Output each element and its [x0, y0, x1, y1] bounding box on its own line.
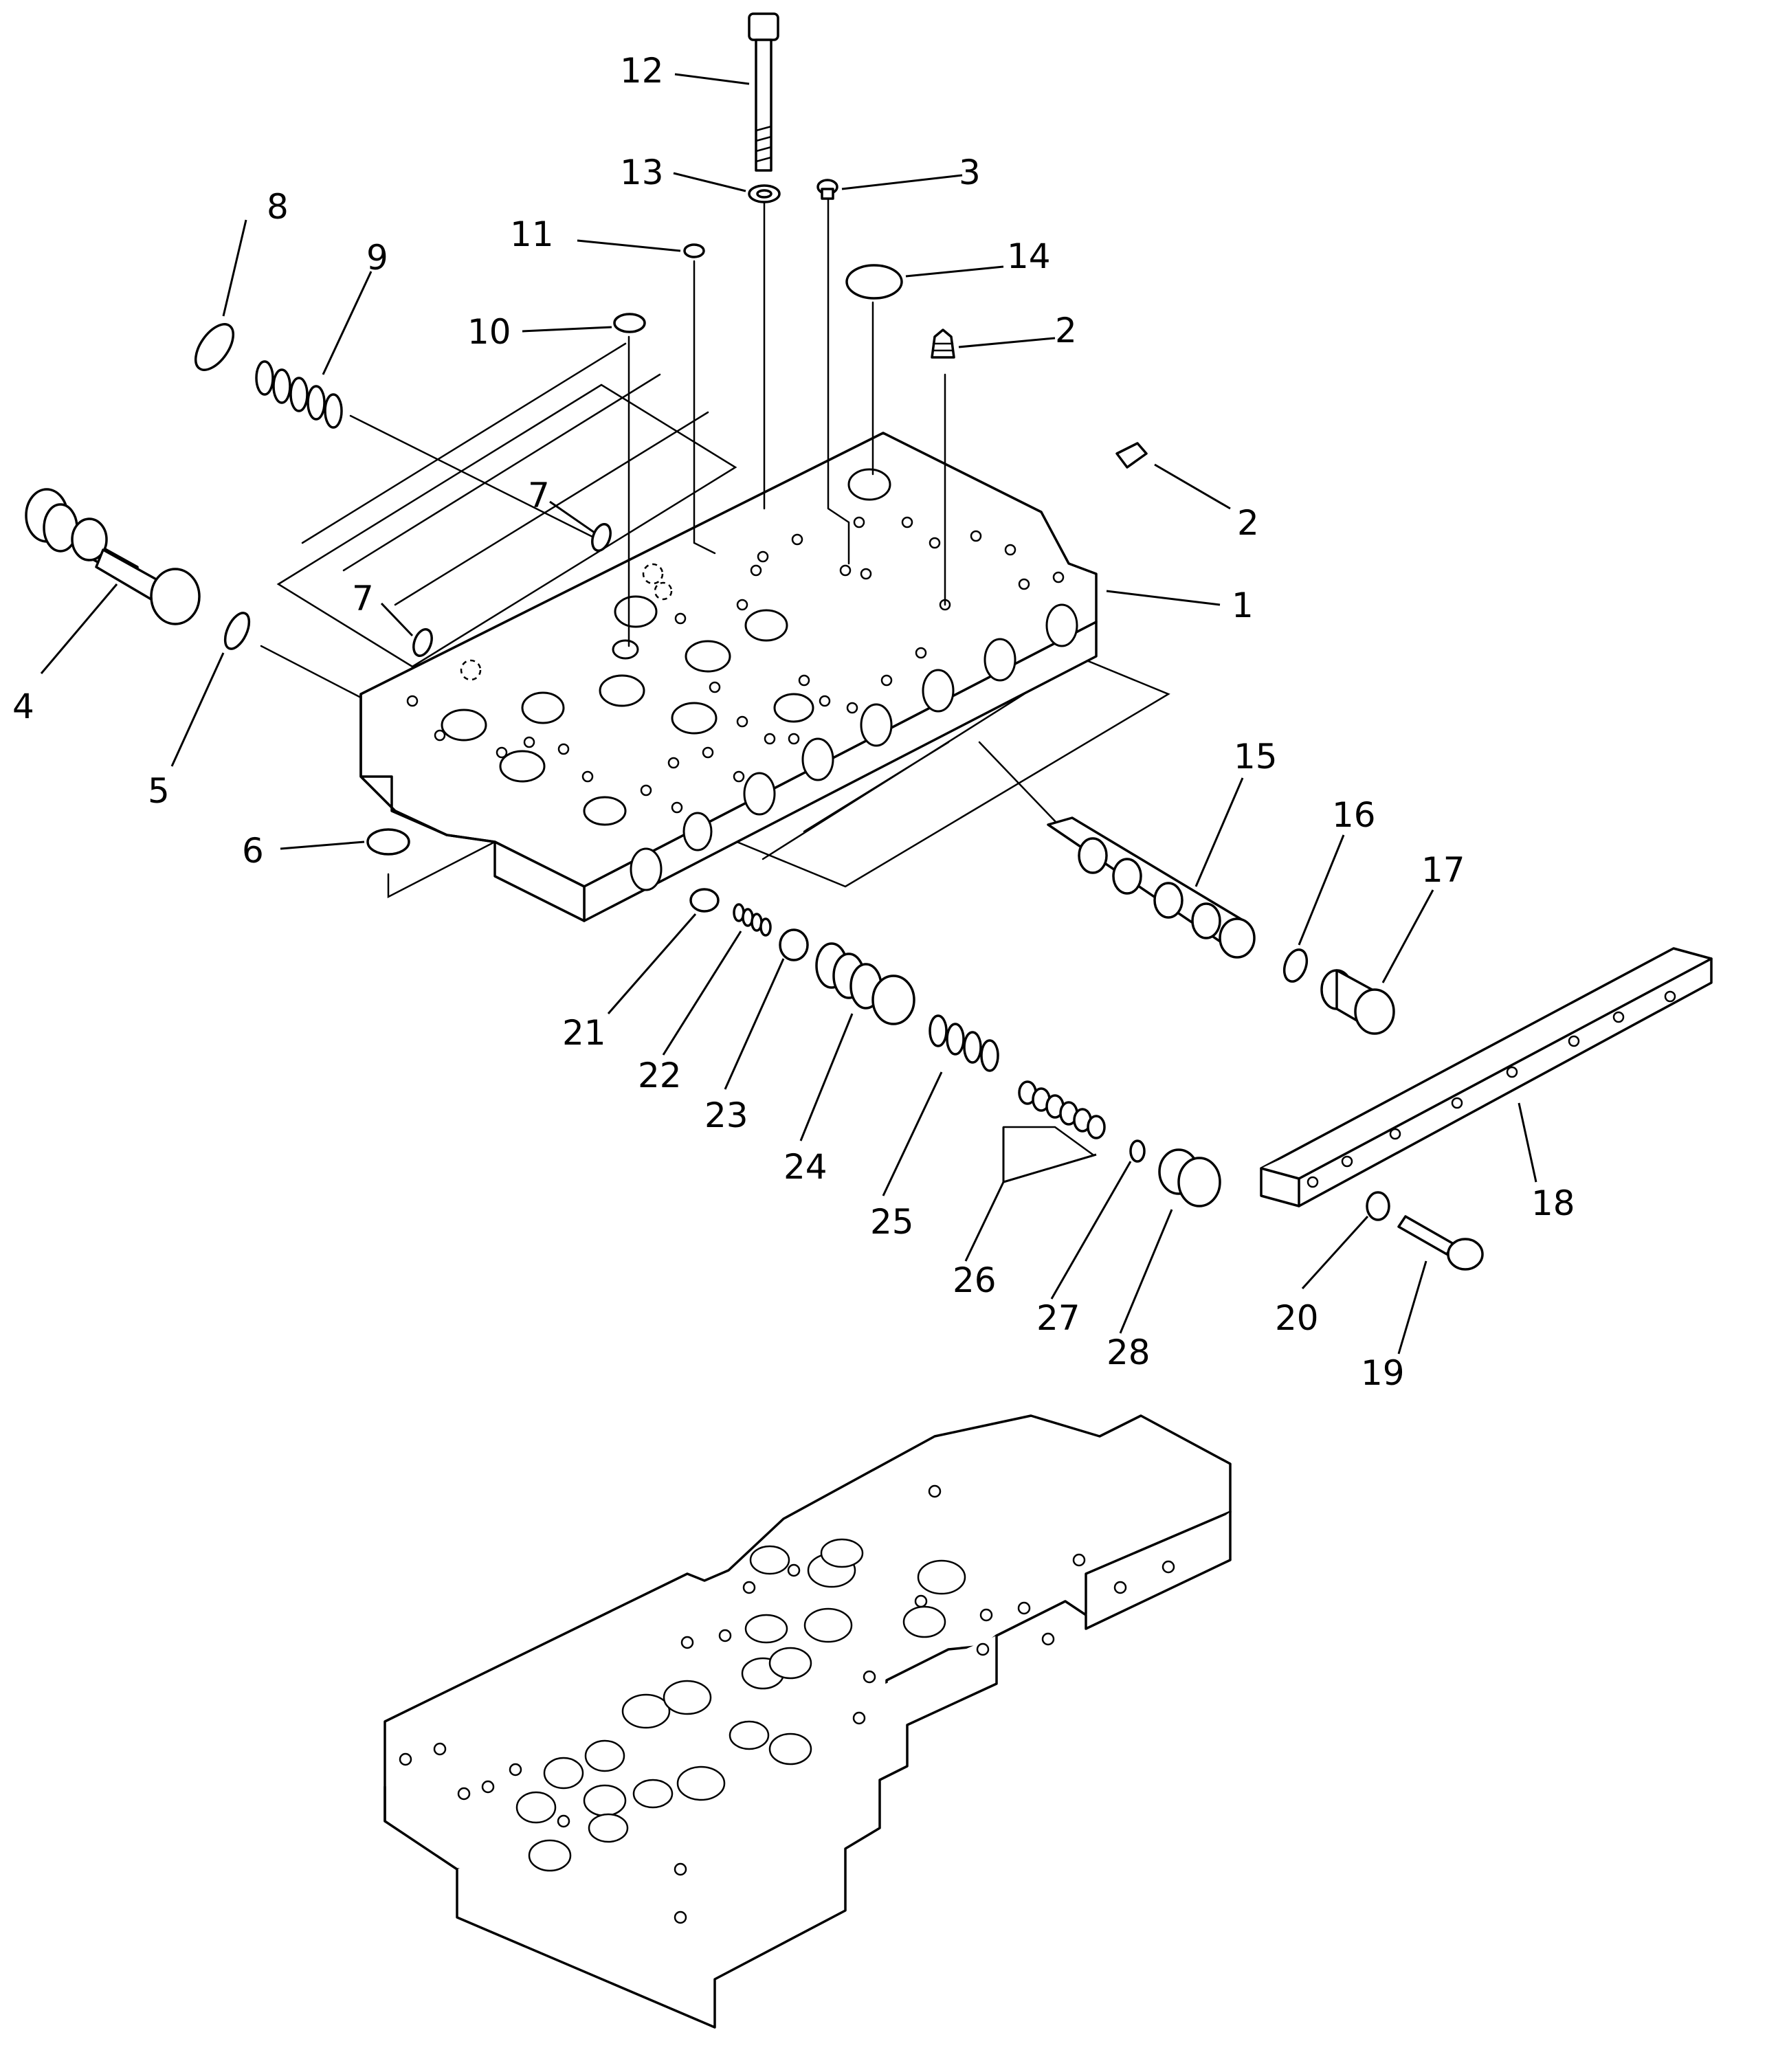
callout-28: 28: [1107, 1333, 1151, 1372]
plug-2-top: [931, 328, 955, 359]
callout-1: 1: [1232, 586, 1254, 625]
assembly-guide-lines: [260, 198, 1094, 1156]
callout-7-lower: 7: [352, 579, 374, 619]
spring-25: [929, 1014, 999, 1072]
leader-lines: [40, 73, 1537, 1355]
o-ring-16: [1282, 948, 1309, 983]
plug-21: [689, 888, 720, 913]
callout-16: 16: [1332, 795, 1376, 835]
o-ring-5: [223, 612, 251, 650]
bolt-12: [748, 12, 779, 172]
callout-18: 18: [1531, 1183, 1575, 1223]
washer-13: [748, 184, 781, 203]
o-ring-27: [1129, 1139, 1146, 1163]
callout-6: 6: [242, 831, 264, 871]
valve-body: [276, 342, 1170, 922]
callout-14: 14: [1007, 236, 1051, 276]
bolt-19: [1397, 1215, 1484, 1271]
callout-27: 27: [1036, 1298, 1080, 1338]
bar-18: [1260, 947, 1713, 1207]
callout-3: 3: [959, 153, 981, 192]
plug-3: [816, 179, 838, 200]
o-ring-11: [683, 243, 705, 258]
o-ring-8: [194, 323, 235, 371]
callout-23: 23: [704, 1095, 748, 1135]
o-ring-10: [613, 313, 646, 333]
callout-12: 12: [620, 51, 664, 91]
callout-13: 13: [620, 153, 664, 192]
callout-8: 8: [267, 187, 289, 227]
callout-22: 22: [638, 1056, 682, 1095]
valve-24: [815, 942, 915, 1025]
callout-labels: 1 2 2 3 4 5 6 7 7 8 9 10 11 12 13 14 15 …: [12, 51, 1575, 1393]
o-ring-6: [366, 828, 410, 856]
callout-10: 10: [467, 312, 511, 352]
callout-11: 11: [510, 214, 554, 254]
callout-19: 19: [1361, 1353, 1405, 1393]
spool-4: [25, 488, 201, 625]
callout-15: 15: [1234, 737, 1278, 777]
callout-26: 26: [953, 1260, 997, 1300]
shims-26: [1018, 1080, 1106, 1139]
callout-24: 24: [784, 1147, 827, 1187]
washer-20: [1366, 1191, 1390, 1221]
o-ring-14: [845, 264, 903, 300]
plug-28: [1158, 1148, 1221, 1207]
callout-5: 5: [148, 771, 170, 811]
callout-7-upper: 7: [528, 476, 550, 515]
o-ring-7-b: [412, 628, 433, 657]
separator-plate: [384, 1414, 1232, 2029]
callout-25: 25: [870, 1202, 914, 1242]
callout-9: 9: [366, 238, 388, 278]
callout-2-top: 2: [1055, 311, 1077, 350]
o-ring-7-a: [591, 523, 612, 552]
plug-17: [1320, 969, 1395, 1035]
spool-15: [1047, 816, 1256, 959]
plug-2-right: [1115, 442, 1148, 469]
spring-22: [733, 903, 772, 937]
callout-20: 20: [1275, 1298, 1319, 1338]
callout-21: 21: [562, 1013, 606, 1053]
spring-9: [255, 360, 343, 429]
callout-4: 4: [12, 687, 34, 726]
callout-17: 17: [1421, 850, 1465, 890]
callout-2-right: 2: [1237, 503, 1259, 543]
piston-23: [779, 928, 809, 961]
